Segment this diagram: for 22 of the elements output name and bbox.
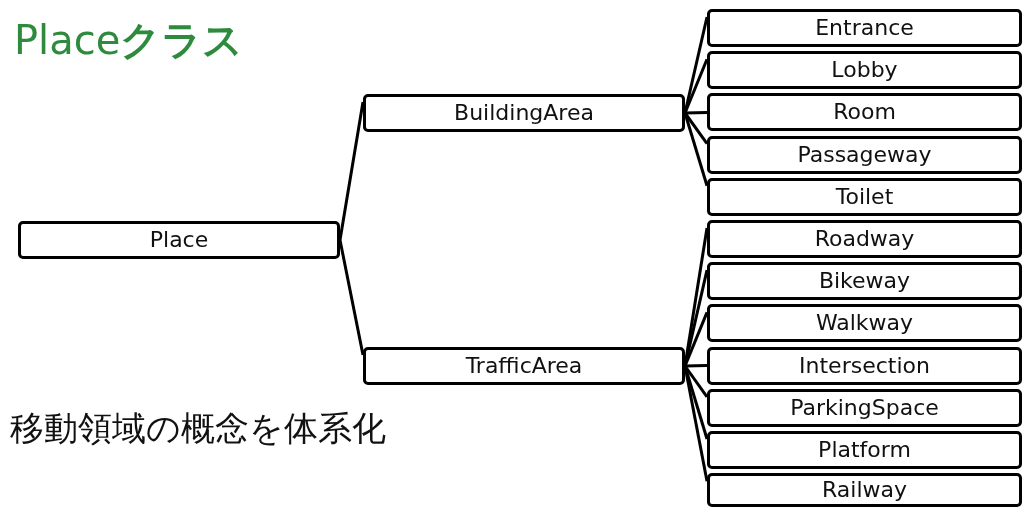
class-box: Place [18,221,340,259]
connector-line [683,58,709,114]
title: Placeクラス [14,18,244,62]
class-box: Roadway [707,220,1022,258]
class-box: Railway [707,473,1022,508]
class-box: Passageway [707,135,1022,174]
class-box: Lobby [707,51,1022,90]
class-box: Platform [707,431,1022,469]
connector-line [338,239,365,356]
class-box: Entrance [707,9,1022,47]
connector-line [684,110,708,115]
class-box: Intersection [707,346,1022,385]
class-box: Toilet [707,177,1022,216]
subtitle-text: 移動領域の概念を体系化 [10,410,386,448]
connector-line [684,364,708,368]
connector-line [338,101,365,241]
class-box: TrafficArea [363,347,685,385]
class-box: Room [707,93,1022,132]
class-box: Walkway [707,304,1022,343]
class-box: BuildingArea [363,94,685,132]
class-box: Bikeway [707,262,1022,301]
class-box: ParkingSpace [707,388,1022,427]
